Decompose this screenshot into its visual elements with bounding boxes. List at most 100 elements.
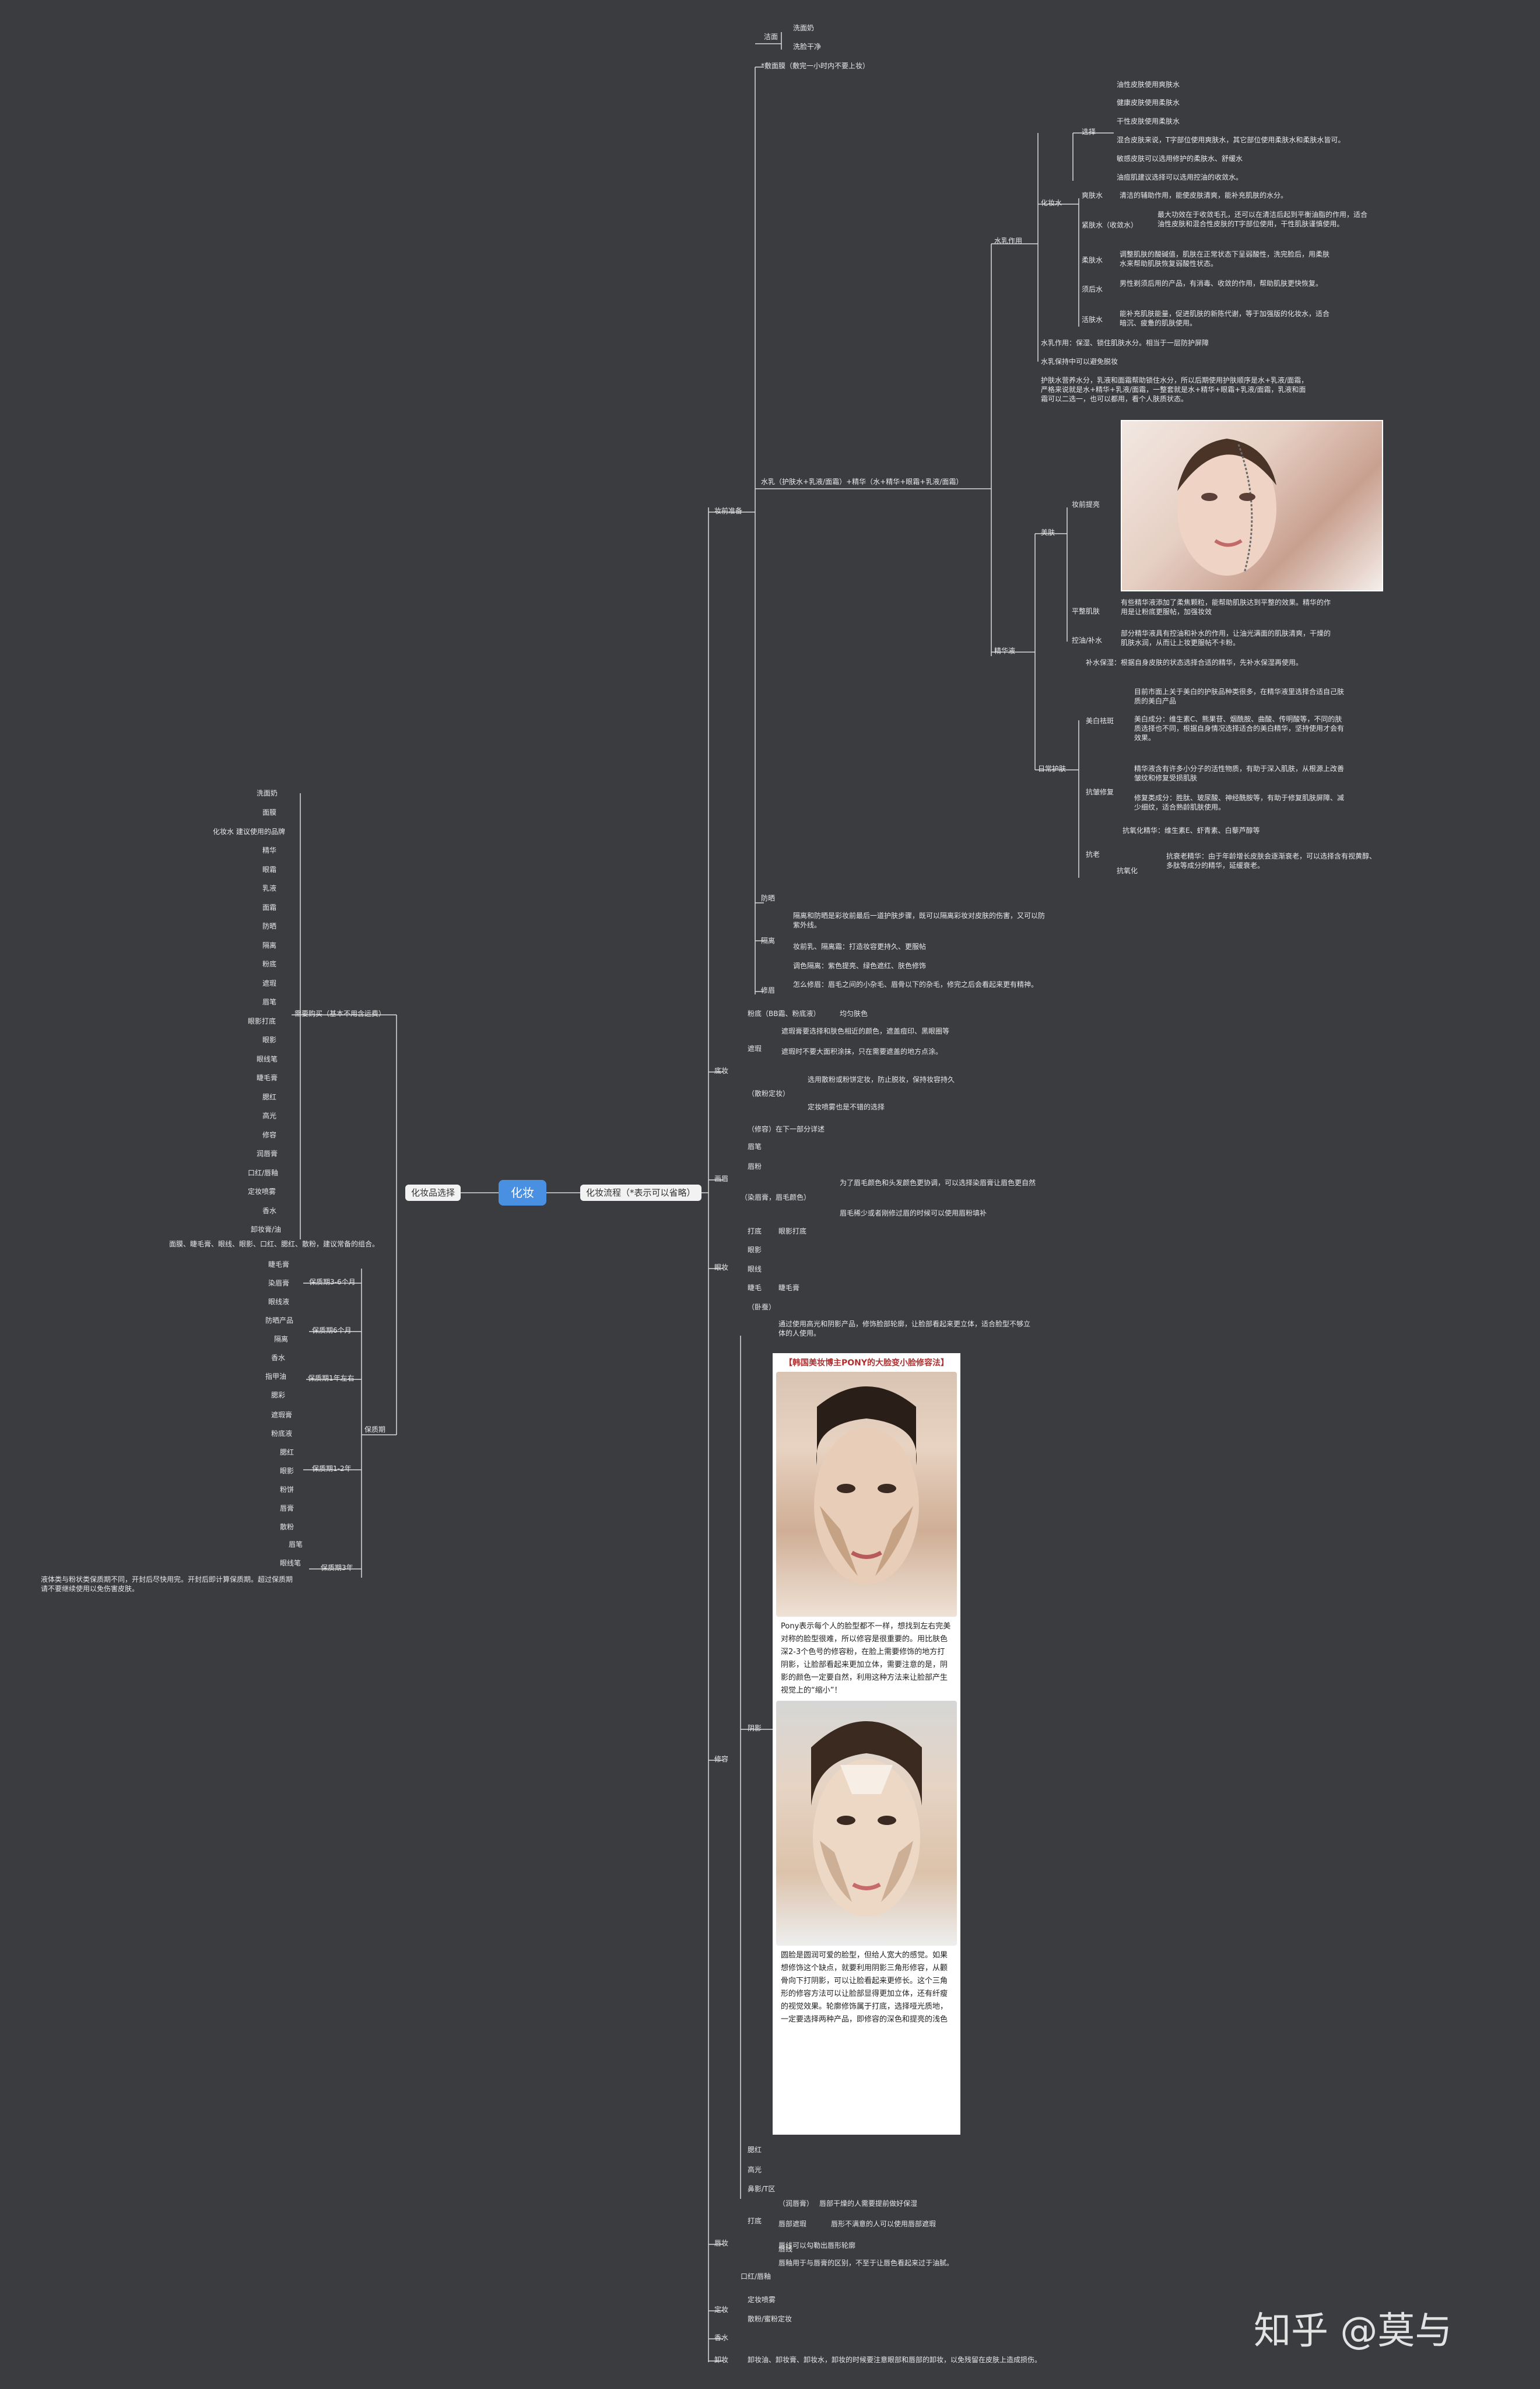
toner-type[interactable]: 爽肤水 [1082,191,1103,199]
list-item[interactable]: 洗脸干净 [793,43,822,51]
list-item[interactable]: 眼霜 [262,866,277,874]
list-item[interactable]: 口红/唇釉 [248,1169,279,1177]
setting-node[interactable]: 定妆 [714,2306,729,2314]
eye-item[interactable]: 打底 [748,1227,762,1235]
essence-node[interactable]: 精华液 [994,647,1016,655]
sunscreen-node[interactable]: 防晒 [761,894,776,902]
list-item[interactable]: 指甲油 [265,1372,287,1381]
list-item[interactable]: 隔离 [274,1335,289,1343]
contour-item[interactable]: 腮红 [748,2146,762,2154]
list-item[interactable]: 眼线笔 [257,1055,278,1063]
lip-makeup-node[interactable]: 唇妆 [714,2239,729,2247]
eye-item[interactable]: 眼影 [748,1246,762,1254]
list-item[interactable]: 修容 [262,1131,277,1139]
brow-item[interactable]: 眉笔 [748,1143,762,1151]
list-item[interactable]: 粉底 [262,960,277,968]
water-milk-node[interactable]: 水乳（护肤水+乳液/面霜）+精华（水+精华+眼霜+乳液/面霜） [761,478,963,486]
list-item[interactable]: 油痘肌建议选择可以选用控油的收敛水。 [1117,173,1243,181]
list-item[interactable]: 腮红 [262,1093,277,1101]
toner-type[interactable]: 活肤水 [1082,316,1103,324]
brow-item[interactable]: （染眉膏，眉毛颜色） [741,1193,811,1201]
list-item[interactable]: 面霜 [262,903,277,912]
toner-type[interactable]: 柔肤水 [1082,256,1103,264]
even-node[interactable]: 平整肌肤 [1072,607,1100,615]
list-item[interactable]: 眉笔 [262,998,277,1006]
list-item[interactable]: 润唇膏 [257,1150,278,1158]
whiten-node[interactable]: 美白祛斑 [1086,717,1114,725]
product-selection-node[interactable]: 化妆品选择 [405,1185,461,1201]
toner-effect-node[interactable]: 水乳作用 [994,237,1023,245]
anti-node[interactable]: 抗皱修复 [1086,788,1114,796]
list-item[interactable]: 眼影 [262,1036,277,1044]
root-node[interactable]: 化妆 [499,1180,546,1206]
eye-makeup-node[interactable]: 眼妆 [714,1263,729,1271]
toner-type[interactable]: 紧肤水（收敛水） [1082,221,1138,229]
shelf-life-node[interactable]: 保质期 [364,1425,386,1434]
list-item[interactable]: 散粉 [280,1523,294,1531]
lip-item[interactable]: 打底 [748,2217,762,2225]
list-item[interactable]: 眉笔 [289,1540,303,1549]
shelf-group[interactable]: 保质期1-2年 [312,1465,352,1473]
list-item[interactable]: 洗面奶 [257,789,278,797]
setting-item[interactable]: 散粉/蜜粉定妆 [748,2315,792,2323]
brow-trim-node[interactable]: 修眉 [761,986,776,994]
list-item[interactable]: 敏感皮肤可以选用修护的柔肤水、舒缓水 [1117,155,1243,163]
lip-item[interactable]: 口红/唇釉 [741,2272,771,2281]
moist-node[interactable]: 控油/补水 [1072,636,1103,644]
antioxidant-node[interactable]: 抗氧化 [1117,867,1138,875]
list-item[interactable]: 隔离 [262,941,277,950]
list-item[interactable]: 腮彩 [271,1391,286,1399]
list-item[interactable]: 香水 [262,1207,277,1215]
setting-item[interactable]: 定妆喷雾 [748,2296,776,2304]
list-item[interactable]: 眼线笔 [280,1559,301,1567]
makeup-process-node[interactable]: 化妆流程（*表示可以省略） [580,1185,701,1201]
brow-node[interactable]: 画眉 [714,1175,729,1183]
eye-item[interactable]: 睫毛 [748,1284,762,1292]
list-item[interactable]: 卸妆膏/油 [251,1225,282,1234]
list-item[interactable]: 遮瑕 [262,979,277,987]
foundation-node[interactable]: 粉底（BB霜、粉底液） [748,1010,820,1018]
list-item[interactable]: 粉饼 [280,1486,294,1494]
list-item[interactable]: 油性皮肤使用爽肤水 [1117,80,1180,89]
list-item[interactable]: 眼影 [280,1467,294,1475]
list-item[interactable]: 眼影打底 [248,1017,276,1025]
shelf-group[interactable]: 保质期3年 [321,1564,353,1572]
list-item[interactable]: 定妆喷雾 [248,1188,276,1196]
base-makeup-node[interactable]: 底妆 [714,1067,729,1075]
list-item[interactable]: 眼线液 [268,1298,290,1306]
list-item[interactable]: 健康皮肤使用柔肤水 [1117,99,1180,107]
contour-item[interactable]: 鼻影/T区 [748,2185,776,2193]
list-item[interactable]: 防晒产品 [265,1316,294,1325]
anti-aging-node[interactable]: 抗老 [1086,850,1100,859]
remove-node[interactable]: 卸妆 [714,2356,729,2364]
eye-item[interactable]: 眼线 [748,1265,762,1273]
list-item[interactable]: 睫毛膏 [268,1260,290,1269]
cleanse-node[interactable]: 洁面 [764,33,778,41]
toner-node[interactable]: 化妆水 [1041,199,1062,207]
list-item[interactable]: 染眉膏 [268,1279,290,1287]
shelf-group[interactable]: 保质期3-6个月 [309,1278,356,1286]
shade-node[interactable]: 阴影 [748,1724,762,1732]
choose-node[interactable]: 选择 [1082,128,1096,136]
shelf-group[interactable]: 保质期1年左右 [308,1374,355,1382]
list-item[interactable]: 洗面奶 [793,24,815,32]
must-buy-node[interactable]: 需要购买（基本不用含运费） [294,1010,386,1018]
mask-node[interactable]: *敷面膜（敷完一小时内不要上妆） [761,62,870,70]
list-item[interactable]: 防晒 [262,922,277,930]
perfume-node[interactable]: 香水 [714,2334,729,2342]
primer-node[interactable]: 隔离 [761,937,776,945]
list-item[interactable]: 乳液 [262,884,277,892]
list-item[interactable]: 遮瑕膏 [271,1411,293,1419]
list-item[interactable]: 化妆水 建议使用的品牌 [213,828,285,836]
eye-item[interactable]: （卧蚕） [748,1303,776,1311]
list-item[interactable]: 高光 [262,1112,277,1120]
lip-item[interactable]: 唇线 [778,2245,793,2253]
list-item[interactable]: 精华 [262,846,277,854]
lip-item[interactable]: （润唇膏） [778,2199,814,2208]
list-item[interactable]: 睫毛膏 [257,1074,278,1082]
toner-type[interactable]: 须后水 [1082,285,1103,293]
shelf-group[interactable]: 保质期6个月 [312,1326,352,1334]
brow-item[interactable]: 眉粉 [748,1162,762,1171]
skincare-node[interactable]: 妆前准备 [714,507,743,515]
before-node[interactable]: 妆前提亮 [1072,500,1100,509]
